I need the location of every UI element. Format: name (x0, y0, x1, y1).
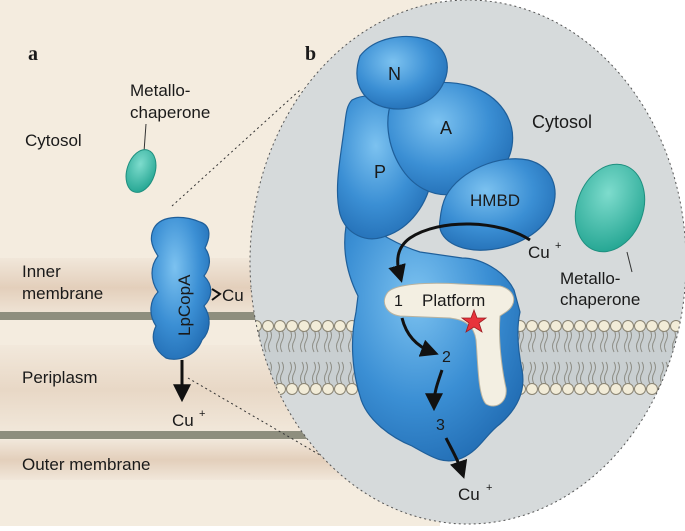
lipid-head (587, 321, 598, 332)
cu-out-label-b: Cu (458, 485, 480, 504)
lipid-head (659, 321, 670, 332)
platform-label: Platform (422, 291, 485, 310)
lipid-head (551, 321, 562, 332)
a-domain-label: A (440, 118, 452, 138)
lipid-head (671, 384, 682, 395)
lipid-head (623, 384, 634, 395)
n-domain-label: N (388, 64, 401, 84)
cytosol-label-a: Cytosol (25, 131, 82, 150)
lipid-head (287, 384, 298, 395)
lipid-head (623, 321, 634, 332)
lipid-head (611, 321, 622, 332)
cu-out-label-a: Cu (172, 411, 194, 430)
lipid-head (635, 321, 646, 332)
lipid-head (347, 384, 358, 395)
lipid-head (575, 321, 586, 332)
lipid-head (263, 321, 274, 332)
inner-membrane-label-line1: Inner (22, 262, 61, 281)
lipid-head (335, 384, 346, 395)
lipid-head (647, 384, 658, 395)
lipid-head (563, 321, 574, 332)
step-1-label: 1 (394, 293, 403, 310)
metallochaperone-label-line2: chaperone (130, 103, 210, 122)
lipid-head (599, 384, 610, 395)
lipid-head (311, 384, 322, 395)
lpcopa-label: LpCopA (175, 274, 194, 336)
lipid-head (611, 384, 622, 395)
lipid-head (587, 384, 598, 395)
cu-out-charge-b: + (486, 482, 492, 494)
lipid-head (539, 384, 550, 395)
step-2-label: 2 (442, 349, 451, 366)
lipid-head (323, 321, 334, 332)
lipid-head (275, 321, 286, 332)
lipid-head (299, 321, 310, 332)
lipid-head (599, 321, 610, 332)
lipid-head (527, 321, 538, 332)
inner-membrane-label-line2: membrane (22, 284, 103, 303)
cu-in-label-a: Cu (222, 286, 244, 305)
lipid-tail (677, 362, 680, 384)
outer-membrane-label: Outer membrane (22, 455, 151, 474)
hmbd-domain-label: HMBD (470, 191, 520, 210)
panel-b-letter: b (305, 43, 316, 65)
cu-out-charge-a: + (199, 408, 205, 420)
lipid-head (647, 321, 658, 332)
step-3-label: 3 (436, 417, 445, 434)
metallochaperone-label-b-line1: Metallo- (560, 269, 620, 288)
cytosol-label-b: Cytosol (532, 112, 592, 132)
lipid-head (575, 384, 586, 395)
metallochaperone-label-line1: Metallo- (130, 81, 190, 100)
lipid-head (551, 384, 562, 395)
lipid-head (539, 321, 550, 332)
p-domain-label: P (374, 162, 386, 182)
lipid-head (287, 321, 298, 332)
lipid-head (299, 384, 310, 395)
lipid-head (323, 384, 334, 395)
lipid-head (635, 384, 646, 395)
lipid-head (527, 384, 538, 395)
lipid-head (335, 321, 346, 332)
cu-in-label-b: Cu (528, 243, 550, 262)
metallochaperone-label-b-line2: chaperone (560, 290, 640, 309)
lipid-head (311, 321, 322, 332)
lipid-tail (673, 362, 676, 384)
lipid-head (563, 384, 574, 395)
panel-a-letter: a (28, 43, 38, 65)
cu-in-charge-b: + (555, 240, 561, 252)
periplasm-label: Periplasm (22, 368, 98, 387)
